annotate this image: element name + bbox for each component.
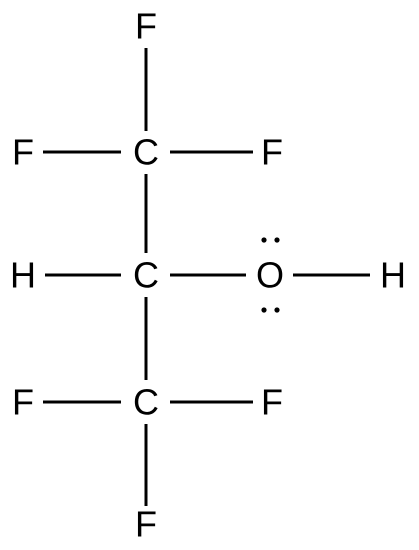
atom-labels: F F C F H C O H F C F F — [10, 6, 406, 545]
lone-pair-dot-top-left — [261, 237, 267, 243]
atom-h-hydroxyl: H — [380, 255, 406, 296]
lone-pair-dot-bottom-left — [261, 307, 267, 313]
atom-f-upper-left: F — [12, 132, 34, 173]
atom-f-lower-left: F — [12, 382, 34, 423]
atom-c-upper: C — [133, 132, 159, 173]
atom-f-bottom: F — [135, 504, 157, 545]
atom-o-hydroxyl: O — [256, 255, 284, 296]
atom-h-left: H — [10, 255, 36, 296]
atom-f-top: F — [135, 6, 157, 47]
lone-pair-dot-top-right — [274, 237, 280, 243]
atom-c-middle: C — [133, 255, 159, 296]
atom-f-upper-right: F — [261, 132, 283, 173]
bonds — [43, 48, 370, 506]
atom-c-lower: C — [133, 382, 159, 423]
lone-pair-dot-bottom-right — [274, 307, 280, 313]
atom-f-lower-right: F — [261, 382, 283, 423]
oxygen-lone-pairs — [261, 237, 280, 313]
